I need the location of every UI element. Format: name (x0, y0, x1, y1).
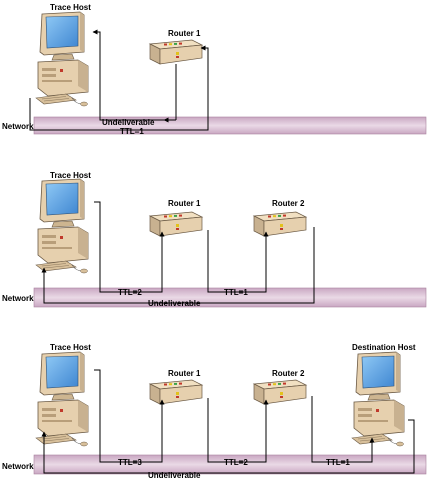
ttl-probe-path-b (207, 230, 269, 293)
panel-1: Network Trace Host Router 1 Undeliverabl… (2, 3, 427, 136)
router-2-label: Router 2 (272, 199, 305, 208)
router-1-label: Router 1 (168, 199, 201, 208)
ttl-probe-path-a (94, 369, 165, 463)
router-1 (149, 211, 203, 237)
network-band (33, 287, 427, 308)
trace-host-label: Trace Host (50, 343, 91, 352)
router-1-label: Router 1 (168, 369, 201, 378)
undeliverable-path (41, 419, 415, 474)
ttl-probe-path-b (207, 398, 269, 463)
undeliverable-label: Undeliverable (148, 299, 201, 308)
network-band (33, 116, 427, 135)
undeliverable-label: Undeliverable (102, 118, 155, 127)
ttl-label: TTL=1 (120, 127, 144, 136)
destination-host-computer (351, 351, 405, 447)
undeliverable-path (41, 227, 315, 304)
panel-3: Network Trace Host Router 1 Router 2 Des… (2, 343, 427, 480)
undeliverable-label: Undeliverable (148, 471, 201, 480)
router-2 (253, 211, 307, 237)
trace-host-label: Trace Host (50, 171, 91, 180)
network-label: Network (2, 462, 34, 471)
trace-host-computer (35, 11, 89, 107)
destination-host-label: Destination Host (352, 343, 416, 352)
network-label: Network (2, 122, 34, 131)
router-1 (149, 39, 203, 65)
router-1 (149, 379, 203, 405)
panel-2: Network Trace Host Router 1 Router 2 TTL… (2, 171, 427, 308)
ttl-label-a: TTL=3 (118, 458, 142, 467)
network-band (33, 454, 427, 475)
ttl-probe-path-a (94, 201, 165, 293)
trace-host-computer (35, 351, 89, 447)
undeliverable-path (92, 29, 164, 121)
ttl-label-a: TTL=2 (118, 288, 142, 297)
ttl-label-b: TTL=1 (224, 288, 248, 297)
ttl-probe-path (29, 45, 209, 131)
trace-host-computer (35, 178, 89, 274)
ttl-label-c: TTL=1 (326, 458, 350, 467)
network-label: Network (2, 294, 34, 303)
ttl-label-b: TTL=2 (224, 458, 248, 467)
ttl-probe-path-c (311, 396, 375, 463)
router-2-label: Router 2 (272, 369, 305, 378)
router-1-label: Router 1 (168, 29, 201, 38)
router-2 (253, 379, 307, 405)
trace-host-label: Trace Host (50, 3, 91, 12)
